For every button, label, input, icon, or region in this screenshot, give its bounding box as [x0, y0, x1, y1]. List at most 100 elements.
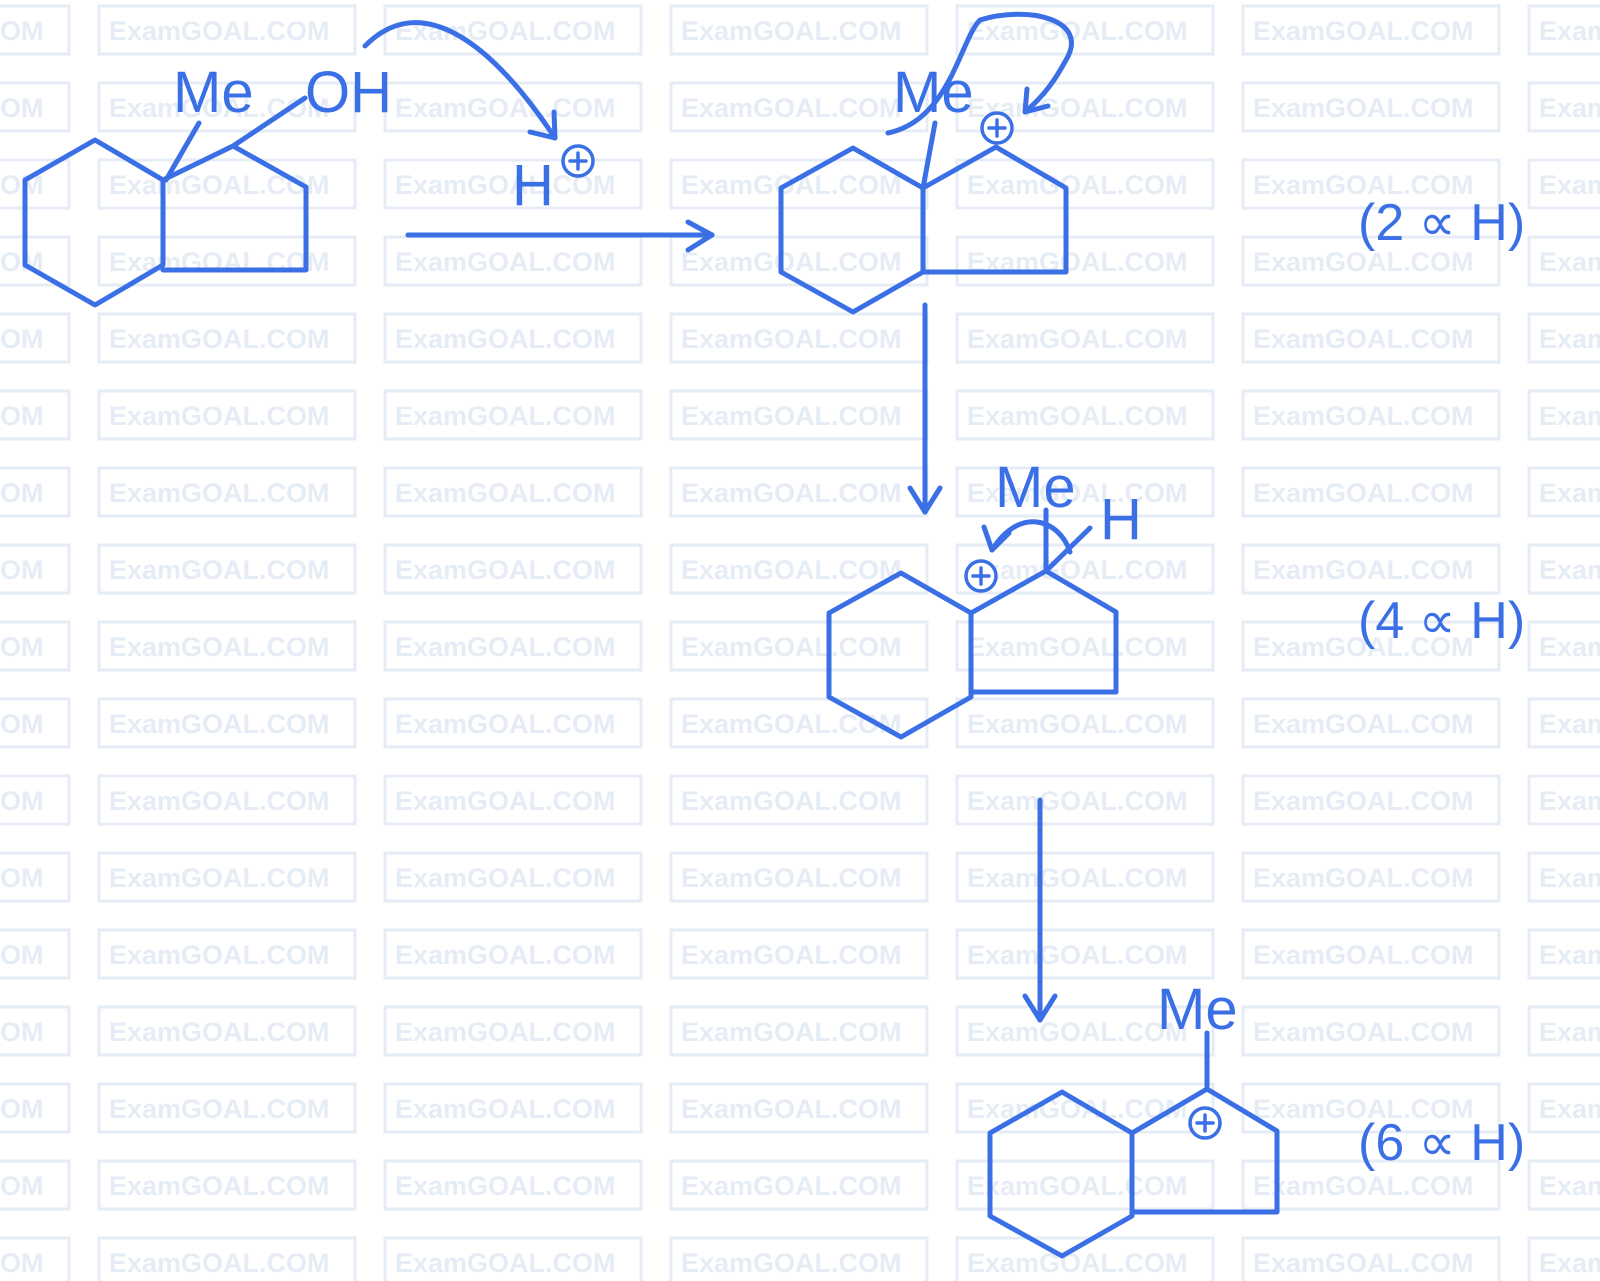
watermark-text: ExamGOAL.COM	[395, 16, 616, 46]
watermark-box	[1527, 158, 1600, 210]
watermark-text: ExamGOAL.COM	[395, 324, 616, 354]
watermark-text: ExamGOAL.COM	[395, 247, 616, 277]
watermark-text: ExamGOAL.COM	[1253, 555, 1474, 585]
watermark-text: ExamGOAL.COM	[395, 1248, 616, 1278]
methyl-label: Me	[173, 60, 254, 125]
watermark-text: ExamGOAL.COM	[967, 478, 1188, 508]
watermark-text: ExamGOAL.COM	[0, 786, 44, 816]
watermark-text: ExamGOAL.COM	[967, 324, 1188, 354]
watermark-text: ExamGOAL.COM	[1253, 786, 1474, 816]
watermark-box	[97, 1159, 357, 1211]
watermark-text: ExamGOAL.COM	[109, 1248, 330, 1278]
proton-label: H	[512, 153, 554, 218]
watermark-box	[1527, 1236, 1600, 1281]
watermark-text: ExamGOAL.COM	[1253, 247, 1474, 277]
watermark-box	[1527, 851, 1600, 903]
hydride-shift-arrowhead	[1022, 86, 1051, 115]
watermark-text: ExamGOAL.COM	[681, 632, 902, 662]
watermark-box	[955, 1005, 1215, 1057]
watermark-box	[955, 466, 1215, 518]
watermark-text: ExamGOAL.COM	[1253, 170, 1474, 200]
watermark-text: ExamGOAL.COM	[1253, 401, 1474, 431]
watermark-text: ExamGOAL.COM	[0, 324, 44, 354]
watermark-text: ExamGOAL.COM	[0, 1017, 44, 1047]
protonation-arrowhead	[527, 109, 558, 141]
watermark-text: ExamGOAL.COM	[0, 863, 44, 893]
watermark-box	[955, 312, 1215, 364]
watermark-text: ExamGOAL.COM	[0, 632, 44, 662]
watermark-text: ExamGOAL.COM	[395, 863, 616, 893]
watermark-text: ExamGOAL.COM	[1253, 1248, 1474, 1278]
watermark-text: ExamGOAL.COM	[967, 555, 1188, 585]
watermark-box	[669, 543, 929, 595]
watermark-box	[97, 543, 357, 595]
hyperconjugation-note-1: (2 ∝ H)	[1358, 194, 1525, 252]
watermark-text: ExamGOAL.COM	[681, 1094, 902, 1124]
watermark-box	[0, 620, 71, 672]
watermark-box	[0, 466, 71, 518]
watermark-box	[955, 81, 1215, 133]
watermark-text: ExamGOAL.COM	[1539, 1248, 1600, 1278]
watermark-text: ExamGOAL.COM	[1539, 709, 1600, 739]
hyperconjugation-note-3: (6 ∝ H)	[1358, 1114, 1525, 1172]
carbocation-charge-icon	[1188, 1106, 1222, 1140]
watermark-text: ExamGOAL.COM	[967, 1017, 1188, 1047]
watermark-text: ExamGOAL.COM	[1539, 247, 1600, 277]
watermark-text: ExamGOAL.COM	[1539, 93, 1600, 123]
watermark-box	[383, 1159, 643, 1211]
watermark-box	[669, 1159, 929, 1211]
watermark-box	[1241, 235, 1501, 287]
watermark-box	[1527, 466, 1600, 518]
watermark-text: ExamGOAL.COM	[1539, 478, 1600, 508]
watermark-box	[0, 158, 71, 210]
watermark-text: ExamGOAL.COM	[109, 940, 330, 970]
watermark-text: ExamGOAL.COM	[681, 1248, 902, 1278]
watermark-text: ExamGOAL.COM	[395, 478, 616, 508]
watermark-box	[0, 1159, 71, 1211]
watermark-box	[1527, 4, 1600, 56]
watermark-box	[97, 1082, 357, 1134]
five-membered-ring	[1129, 1086, 1280, 1215]
watermark-box	[383, 158, 643, 210]
watermark-box	[1241, 543, 1501, 595]
hydroxyl-bond	[230, 95, 308, 149]
watermark-text: ExamGOAL.COM	[1253, 863, 1474, 893]
watermark-box	[383, 389, 643, 441]
watermark-text: ExamGOAL.COM	[109, 632, 330, 662]
watermark-text: ExamGOAL.COM	[109, 786, 330, 816]
watermark-box	[955, 158, 1215, 210]
watermark-box	[1527, 928, 1600, 980]
watermark-box	[1527, 235, 1600, 287]
watermark-box	[669, 851, 929, 903]
watermark-text: ExamGOAL.COM	[109, 401, 330, 431]
watermark-box	[1527, 389, 1600, 441]
protonation-curved-arrow	[362, 20, 558, 141]
watermark-text: ExamGOAL.COM	[1539, 324, 1600, 354]
watermark-box	[1241, 620, 1501, 672]
watermark-box	[383, 697, 643, 749]
watermark-box	[1527, 1159, 1600, 1211]
watermark-box	[955, 620, 1215, 672]
watermark-box	[669, 235, 929, 287]
watermark-text: ExamGOAL.COM	[1539, 170, 1600, 200]
watermark-box	[669, 81, 929, 133]
watermark-box	[97, 928, 357, 980]
watermark-box	[0, 389, 71, 441]
watermark-box	[383, 466, 643, 518]
watermark-box	[97, 697, 357, 749]
watermark-box	[97, 4, 357, 56]
five-membered-ring	[968, 568, 1119, 695]
watermark-text: ExamGOAL.COM	[1539, 1094, 1600, 1124]
watermark-box	[97, 466, 357, 518]
watermark-text: ExamGOAL.COM	[1253, 1094, 1474, 1124]
watermark-box	[669, 620, 929, 672]
watermark-box	[1241, 466, 1501, 518]
watermark-box	[383, 928, 643, 980]
watermark-box	[1241, 928, 1501, 980]
watermark-text: ExamGOAL.COM	[395, 709, 616, 739]
watermark-box	[97, 235, 357, 287]
watermark-box	[97, 620, 357, 672]
watermark-text: ExamGOAL.COM	[0, 940, 44, 970]
watermark-text: ExamGOAL.COM	[109, 478, 330, 508]
